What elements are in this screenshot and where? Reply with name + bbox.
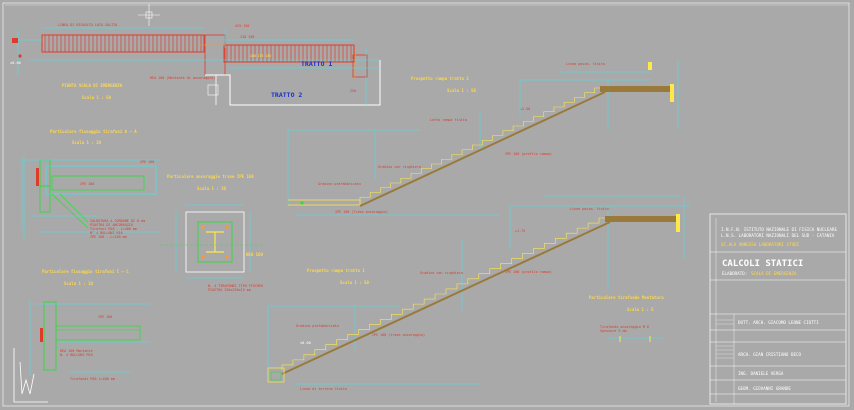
svg-text:Linea pavim. finito: Linea pavim. finito [570, 207, 609, 211]
tb-row1: DOTT. ARCH. GIACOMO LEONE CIOTTI [738, 320, 819, 325]
plan-landing-mid [204, 34, 226, 76]
elevation-tratto2-scale: Scala 1 : 50 [447, 88, 476, 93]
detail-cc-title: Particolare fissaggio tirafuni C — C [42, 269, 129, 274]
elevation-tratto2-stringer [359, 91, 606, 207]
svg-text:Tirafondo ancoraggio M 6: Tirafondo ancoraggio M 6 [600, 325, 649, 329]
detail-b-title: Particolare ancoraggio trave IPE 160 [167, 174, 254, 179]
svg-text:IPE 160: IPE 160 [80, 182, 94, 186]
svg-text:N° 4 BULLONI M16: N° 4 BULLONI M16 [90, 231, 123, 235]
tb-title: CALCOLI STATICI [722, 259, 803, 269]
plan-wall [205, 60, 381, 106]
svg-text:Linea pavim. finito: Linea pavim. finito [566, 62, 605, 66]
detail-cc-scale: Scala 1 : 10 [64, 281, 93, 286]
plan-stair-strip-left [41, 34, 205, 53]
plan-view: LINEA DI RISVOLTO LATO SALITA 425 150 11… [10, 23, 381, 106]
detail-aa: IPE 160 IPE 160 SALDATURA A CORDONE DI 8… [20, 156, 160, 240]
plan-stair-strip-right [223, 44, 355, 63]
tb-org-line2: L.N.S. LABORATORI NAZIONALI DEL SUD - CA… [721, 233, 835, 238]
crosshair-cursor-icon [138, 4, 160, 26]
tb-subtitle-prefix: ELABORATO: [722, 271, 747, 276]
pianta-scale: Scala 1 : 50 [82, 95, 111, 100]
hea-label: HEA 160 [246, 252, 263, 257]
elevation-tratto1-steps [281, 217, 610, 370]
elevation-tratto2: Gradino prefabbricato IPE 160 (Trave anc… [287, 60, 679, 216]
svg-text:N. 4 TIRAFONDI TIPO FISCHER: N. 4 TIRAFONDI TIPO FISCHER [208, 284, 264, 288]
detail-aa-title: Particolare fissaggio tirafuni A — A [50, 129, 137, 134]
svg-text:SALDATURA A CORDONE DI 8 mm: SALDATURA A CORDONE DI 8 mm [90, 219, 145, 223]
tb-row4: GEOM. GIOVANNI GRANDE [738, 386, 791, 391]
svg-text:IPE 160: IPE 160 [98, 315, 112, 319]
svg-text:150 275 165: 150 275 165 [250, 54, 271, 58]
title-block-frame [709, 213, 847, 405]
detail-b-outer [185, 211, 245, 273]
svg-text:IPE 160 (profilo rampa): IPE 160 (profilo rampa) [505, 270, 552, 274]
svg-text:Linea di terreno finito: Linea di terreno finito [300, 387, 347, 391]
elevation-tratto2-steps [359, 87, 605, 202]
svg-text:IPE 160 (Trave ancoraggio): IPE 160 (Trave ancoraggio) [335, 210, 388, 214]
detail-tirafondo-scale: Scala 1 : 5 [627, 307, 654, 312]
svg-text:N. 4 BULLONI M16: N. 4 BULLONI M16 [60, 353, 93, 357]
svg-text:±0.00: ±0.00 [300, 341, 311, 345]
svg-text:±0.00: ±0.00 [10, 61, 21, 65]
detail-tirafondo: Tirafondo ancoraggio M 6 Spessore 3 mm [600, 325, 664, 342]
svg-text:Gradino prefabbricato: Gradino prefabbricato [296, 324, 339, 328]
detail-tirafondo-title: Particolare tirafondo Montatura [589, 295, 664, 300]
svg-text:IPE 160 (profilo rampa): IPE 160 (profilo rampa) [505, 152, 552, 156]
title-block [709, 213, 847, 405]
elevation-tratto1: Gradino prefabbricato IPE 160 (trave anc… [267, 195, 690, 391]
elevation-tratto1-stringer [281, 221, 611, 375]
elevation-tratto2-title: Prospetto rampa tratto 2 [411, 76, 469, 81]
svg-text:Gradino prefabbricato: Gradino prefabbricato [318, 182, 361, 186]
svg-text:IPE 160: IPE 160 [140, 160, 154, 164]
svg-text:IPE 160 (trave ancoraggio): IPE 160 (trave ancoraggio) [372, 333, 425, 337]
plan-hatch-left [44, 35, 202, 52]
detail-b-scale: Scala 1 : 10 [197, 186, 226, 191]
detail-cc-beam [55, 325, 141, 341]
svg-text:PIASTRA 250x250x15 mm: PIASTRA 250x250x15 mm [208, 288, 251, 292]
svg-text:Tirafondi M16 L=400 mm: Tirafondi M16 L=400 mm [70, 377, 115, 381]
svg-text:+3.50: +3.50 [520, 107, 530, 111]
tratto1-label: TRATTO 1 [301, 60, 332, 68]
elevation-tratto2-top-landing [600, 86, 670, 92]
detail-b-plate [197, 221, 233, 263]
detail-aa-beam [51, 175, 145, 191]
svg-text:Tirafuni M16 - L=400 mm: Tirafuni M16 - L=400 mm [90, 227, 137, 231]
tb-row2: ARCH. GIAN CRISTIANO DECO [738, 352, 802, 357]
detail-b: N. 4 TIRAFONDI TIPO FISCHER PIASTRA 250x… [160, 204, 265, 292]
svg-text:LINEA DI RISVOLTO LATO SALITA: LINEA DI RISVOLTO LATO SALITA [58, 23, 117, 27]
svg-text:PIASTRA DI ANCORAGGIO: PIASTRA DI ANCORAGGIO [90, 223, 133, 227]
detail-aa-box [45, 165, 157, 195]
elevation-tratto1-scale: Scala 1 : 50 [340, 280, 369, 285]
elevation-tratto2-landing [288, 199, 361, 206]
pianta-title: PIANTA SCALA DI EMERGENZA [62, 83, 123, 88]
svg-text:HEA 160 Montante: HEA 160 Montante [60, 349, 93, 353]
detail-cc: IPE 160 HEA 160 Montante N. 4 BULLONI M1… [29, 300, 150, 381]
tratto2-label: TRATTO 2 [271, 91, 302, 99]
svg-text:Gradino con ringhiera: Gradino con ringhiera [378, 165, 421, 169]
tb-org-line3: SC.ALA ANNESSA LABORATORI STUDI [721, 242, 800, 247]
svg-text:425 150: 425 150 [235, 24, 249, 28]
detail-cc-column [43, 301, 57, 371]
svg-text:Gradino con ringhiera: Gradino con ringhiera [420, 271, 463, 275]
svg-text:250: 250 [350, 89, 356, 93]
elevation-tratto1-title: Prospetto rampa tratto 1 [307, 268, 365, 273]
svg-text:HEA 160 (Montante di ancoraggi: HEA 160 (Montante di ancoraggio) [150, 76, 215, 80]
svg-text:110 150: 110 150 [240, 35, 254, 39]
svg-text:Letto rampa finita: Letto rampa finita [430, 118, 467, 122]
ucs-icon [13, 348, 48, 403]
tb-subtitle-highlight: SCALA DI EMERGENZA [751, 271, 797, 276]
detail-aa-scale: Scala 1 : 10 [72, 140, 101, 145]
svg-text:+1.75: +1.75 [515, 229, 525, 233]
elevation-tratto1-top-landing [605, 216, 677, 222]
tb-org-line1: I.N.F.N. ISTITUTO NAZIONALE DI FISICA NU… [721, 227, 837, 232]
plan-hatch-right [226, 45, 352, 62]
svg-text:Spessore 3 mm: Spessore 3 mm [600, 329, 627, 333]
plan-landing-end [352, 54, 368, 78]
tb-row3: ING. DANIELE VERGA [738, 371, 784, 376]
svg-text:IPE 160 - L=150 mm: IPE 160 - L=150 mm [90, 235, 127, 239]
